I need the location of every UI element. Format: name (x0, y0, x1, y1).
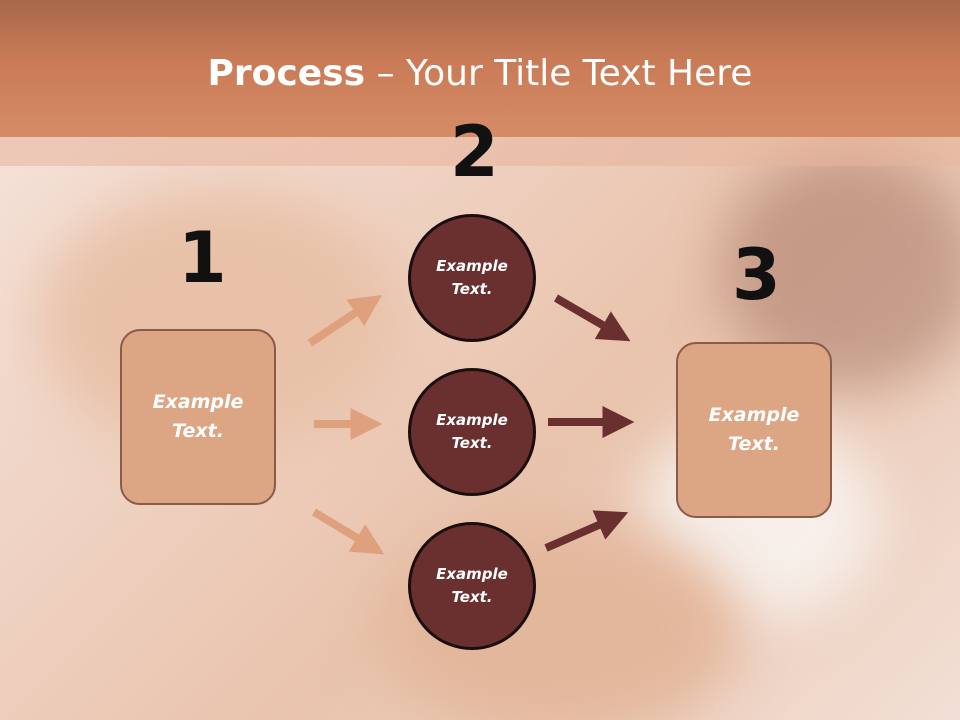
title-rest: – Your Title Text Here (365, 53, 753, 94)
arrow-bottom-to-3 (544, 510, 629, 552)
circle-top-text: Example Text. (436, 257, 508, 298)
title-bar (0, 0, 960, 137)
arrow-1-to-top (307, 295, 382, 347)
circle-middle-text: Example Text. (436, 411, 508, 452)
step-number-2: 2 (450, 111, 499, 193)
step-1-box: Example Text. (120, 329, 276, 505)
step-3-text: Example Text. (708, 404, 800, 455)
step-2-circle-bottom: Example Text. (408, 522, 536, 650)
step-2-circle-top: Example Text. (408, 214, 536, 342)
step-1-text: Example Text. (152, 391, 244, 442)
title-bold: Process (207, 53, 366, 94)
step-2-circle-middle: Example Text. (408, 368, 536, 496)
arrow-1-to-bottom (311, 508, 385, 555)
arrow-top-to-3 (553, 294, 631, 342)
title-bar-band (0, 137, 960, 166)
step-number-3: 3 (732, 234, 781, 316)
circle-bottom-text: Example Text. (436, 565, 508, 606)
step-number-1: 1 (178, 217, 227, 299)
page-title: Process – Your Title Text Here (0, 50, 960, 98)
step-3-box: Example Text. (676, 342, 832, 518)
